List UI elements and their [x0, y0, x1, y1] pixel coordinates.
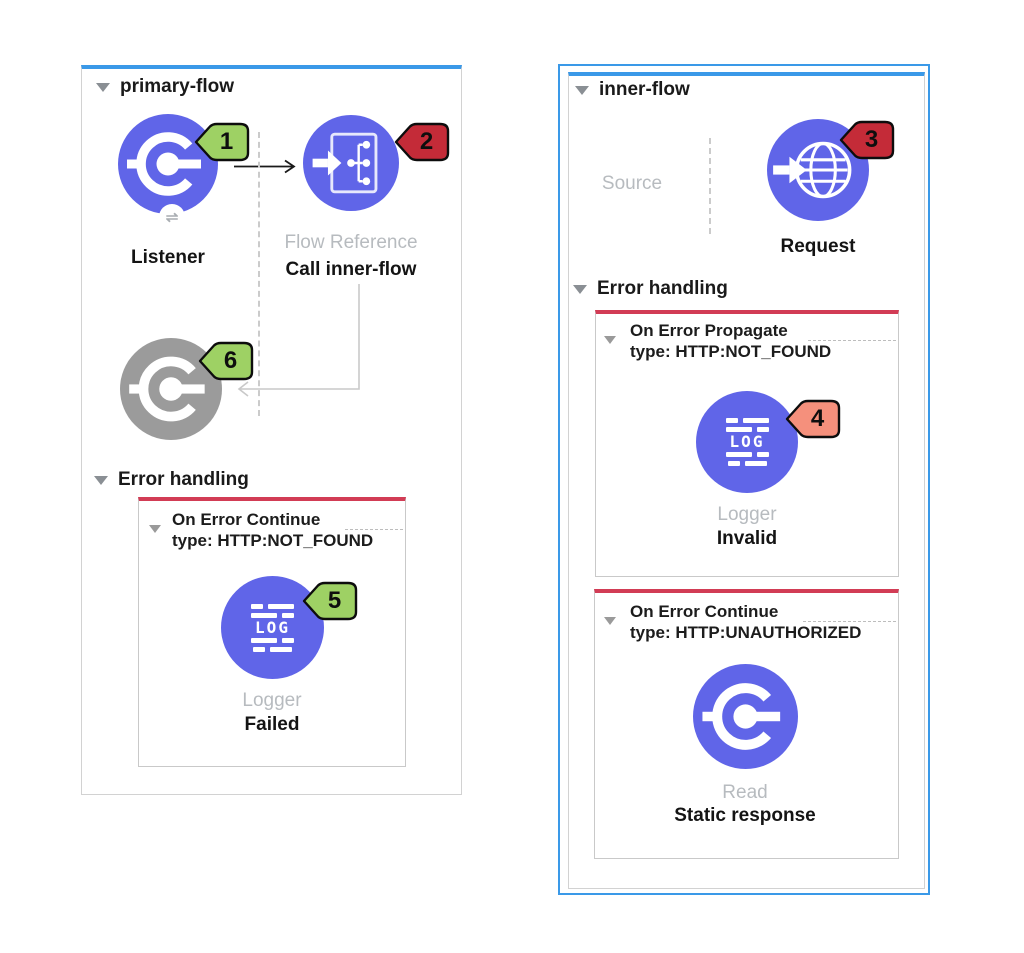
- badge-number: 5: [327, 587, 342, 614]
- collapse-triangle-icon[interactable]: [575, 85, 589, 95]
- logger-type-label: Logger: [242, 690, 302, 711]
- return-connector: [237, 284, 360, 397]
- flow-reference-type-label: Flow Reference: [284, 232, 418, 253]
- logger-component[interactable]: LOG: [696, 391, 798, 493]
- logger-name-label: Failed: [244, 714, 300, 735]
- error-handling-title: Error handling: [597, 278, 728, 299]
- flow-arrow: [234, 159, 296, 174]
- handler-type: type: HTTP:NOT_FOUND: [172, 531, 374, 550]
- title-separator: [345, 529, 403, 530]
- logger-component[interactable]: LOG: [221, 576, 324, 679]
- source-divider: [258, 132, 260, 416]
- read-name-label: Static response: [674, 805, 816, 826]
- read-type-label: Read: [722, 782, 768, 803]
- on-error-propagate-scope[interactable]: On Error Propagate type: HTTP:NOT_FOUND …: [595, 310, 899, 577]
- listener-label: Listener: [131, 247, 205, 268]
- collapse-triangle-icon[interactable]: [96, 82, 110, 92]
- logger-name-label: Invalid: [716, 528, 778, 549]
- logger-type-label: Logger: [717, 504, 777, 525]
- handler-title: On Error Continue: [630, 602, 779, 621]
- title-separator: [803, 621, 896, 622]
- ghost-listener-icon: [129, 356, 205, 422]
- error-handling-header-primary[interactable]: Error handling: [94, 469, 249, 491]
- flow-header-primary[interactable]: primary-flow: [96, 76, 234, 98]
- sync-glyph: ⇌: [165, 209, 179, 226]
- flow-panel-primary[interactable]: primary-flow ⇌ 1 Listener: [81, 65, 462, 795]
- collapse-triangle-icon[interactable]: [149, 525, 161, 533]
- badge-number: 4: [810, 405, 825, 432]
- callout-badge-2: 2: [394, 122, 450, 162]
- handler-type: type: HTTP:UNAUTHORIZED: [630, 623, 862, 642]
- badge-number: 6: [223, 347, 238, 374]
- logger-icon: LOG: [725, 418, 769, 466]
- error-handling-title: Error handling: [118, 469, 249, 490]
- collapse-triangle-icon[interactable]: [94, 475, 108, 485]
- flow-panel-inner-selection[interactable]: inner-flow Source 3 Request Error handli…: [558, 64, 930, 895]
- error-handling-header-inner[interactable]: Error handling: [573, 278, 728, 300]
- source-placeholder-label: Source: [601, 173, 663, 194]
- callout-badge-6: 6: [198, 341, 254, 381]
- listener-component[interactable]: [118, 114, 218, 214]
- handler-title: On Error Continue: [172, 510, 321, 529]
- handler-title: On Error Propagate: [630, 321, 788, 340]
- read-icon: [702, 683, 781, 750]
- logger-icon: LOG: [251, 603, 294, 652]
- flow-title-primary: primary-flow: [120, 76, 235, 97]
- flow-reference-component[interactable]: [303, 115, 399, 211]
- request-icon: [773, 141, 852, 199]
- listener-icon: [127, 132, 201, 196]
- source-divider: [709, 138, 711, 234]
- callout-badge-3: 3: [839, 120, 895, 160]
- read-component[interactable]: [693, 664, 798, 769]
- title-separator: [808, 340, 896, 341]
- callout-badge-1: 1: [194, 122, 250, 162]
- sync-icon: ⇌: [159, 204, 185, 230]
- badge-number: 3: [864, 126, 879, 153]
- collapse-triangle-icon[interactable]: [604, 617, 616, 625]
- flow-header-inner[interactable]: inner-flow: [575, 79, 690, 101]
- collapse-triangle-icon[interactable]: [573, 284, 587, 294]
- on-error-continue-scope[interactable]: On Error Continue type: HTTP:UNAUTHORIZE…: [594, 589, 899, 859]
- flow-reference-icon: [312, 132, 378, 194]
- collapse-triangle-icon[interactable]: [604, 336, 616, 344]
- flow-reference-name-label: Call inner-flow: [285, 259, 417, 280]
- request-label: Request: [780, 236, 856, 257]
- badge-number: 1: [219, 128, 234, 155]
- badge-number: 2: [419, 128, 434, 155]
- on-error-continue-scope[interactable]: On Error Continue type: HTTP:NOT_FOUND L…: [138, 497, 406, 767]
- callout-badge-5: 5: [302, 581, 358, 621]
- callout-badge-4: 4: [785, 399, 841, 439]
- flow-title-inner: inner-flow: [599, 79, 690, 100]
- handler-type: type: HTTP:NOT_FOUND: [630, 342, 832, 361]
